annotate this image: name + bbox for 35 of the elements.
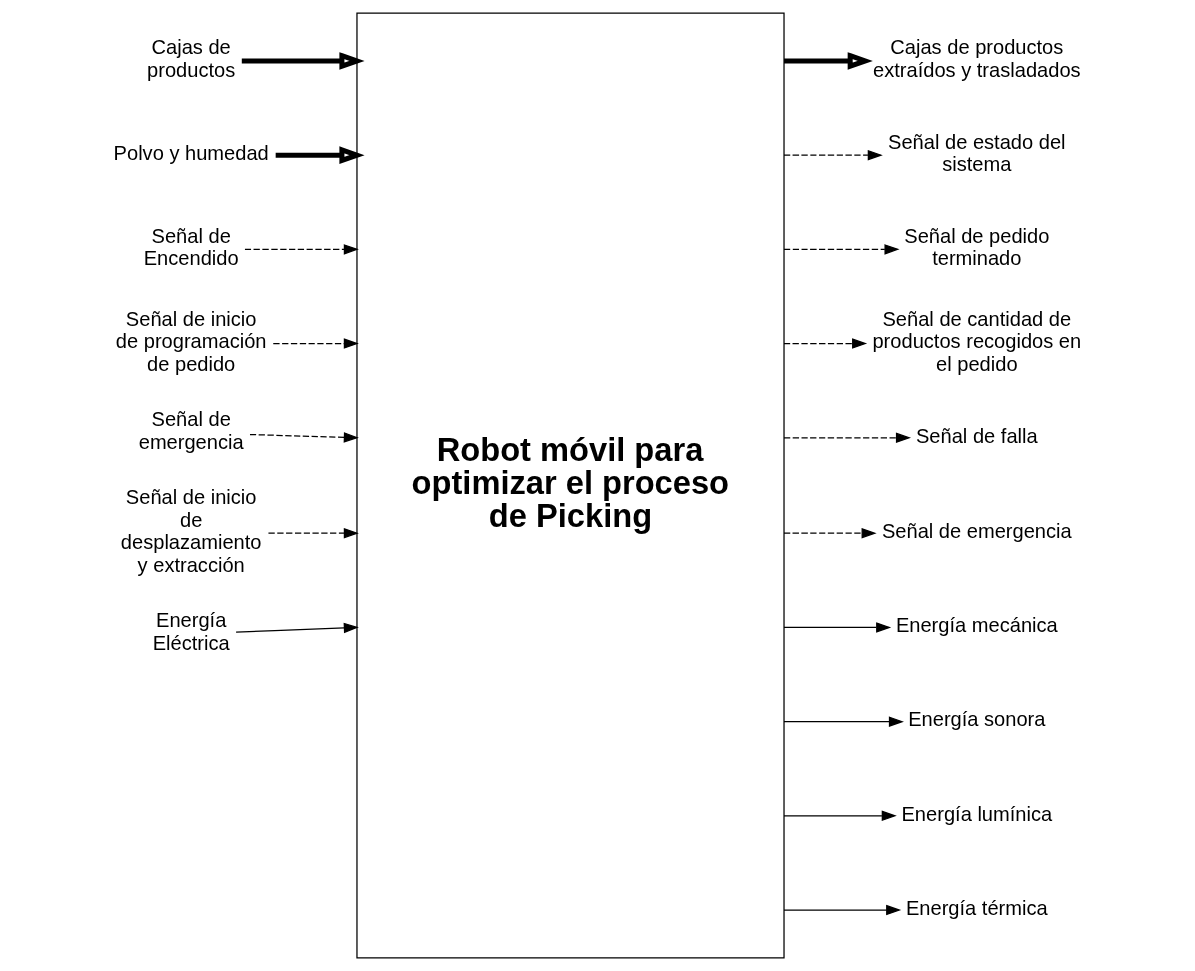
arrow [275, 146, 365, 164]
node-text: Energía Eléctrica [152, 609, 230, 654]
node-text: Cajas de productos extraídos y trasladados [873, 36, 1081, 82]
node-text: Señal de inicio de programación de pedido [115, 307, 267, 375]
arrow [783, 149, 883, 161]
arrow [241, 52, 365, 70]
node-text: Señal de falla [915, 424, 1038, 447]
arrow [783, 810, 897, 822]
node-text: Cajas de productos [147, 36, 236, 82]
node-box: Robot móvil para optimizar el proceso de Picking [356, 12, 785, 959]
arrow [249, 432, 359, 443]
arrow [783, 432, 911, 444]
node-text: Señal de estado del sistema [888, 130, 1066, 176]
node-text: Señal de cantidad de productos recogidos en el pedido [872, 307, 1082, 375]
node-text: Energía lumínica [901, 802, 1053, 825]
arrow [272, 338, 359, 349]
node-text: Energía mecánica [895, 614, 1058, 637]
arrow [235, 622, 359, 634]
arrow [783, 904, 902, 916]
node-text: Señal de emergencia [881, 520, 1072, 542]
arrow [783, 244, 900, 255]
node-text: Señal de pedido terminado [904, 224, 1050, 270]
arrow [783, 527, 877, 539]
node-text: Energía térmica [905, 896, 1048, 919]
arrow [267, 527, 359, 539]
arrow [783, 338, 868, 349]
node-text: Polvo y humedad [113, 141, 269, 164]
node-text: Señal de Encendido [143, 224, 239, 270]
arrow [783, 716, 904, 727]
arrow [783, 622, 892, 633]
arrow [244, 244, 359, 255]
node-text: Señal de inicio de desplazamiento y extracción [120, 486, 262, 576]
node-text: Energía sonora [908, 708, 1046, 731]
node-text: Señal de emergencia [138, 408, 244, 453]
arrow [784, 52, 873, 70]
